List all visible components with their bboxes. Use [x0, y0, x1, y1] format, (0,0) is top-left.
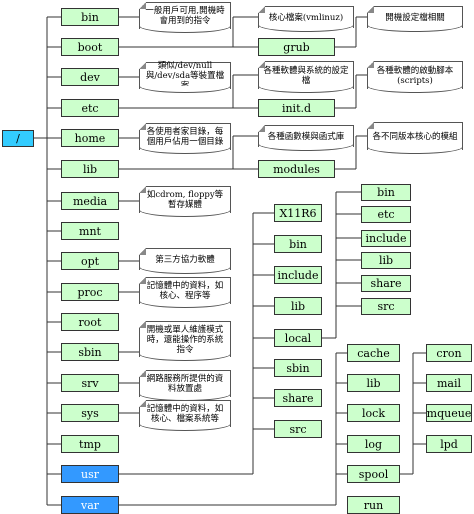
dir-var-run[interactable]: run: [347, 496, 400, 514]
dir-local-src[interactable]: src: [361, 298, 411, 315]
note-modules: 各不同版本核心的模組: [367, 122, 463, 154]
dir-tmp[interactable]: tmp: [61, 435, 119, 453]
dir-var-log[interactable]: log: [347, 435, 400, 453]
root-dir-node[interactable]: /: [2, 130, 34, 147]
dir-sys[interactable]: sys: [61, 404, 119, 422]
dir-home[interactable]: home: [61, 129, 119, 147]
note-grub: 開機設定檔相關: [367, 6, 463, 32]
dir-spool-mqueue[interactable]: mqueue: [426, 404, 472, 422]
dir-var-cache[interactable]: cache: [347, 344, 400, 362]
dir-srv[interactable]: srv: [61, 374, 119, 392]
dir-media[interactable]: media: [61, 192, 119, 210]
dir-root[interactable]: root: [61, 313, 119, 331]
note-boot-kernel: 核心檔案(vmlinuz): [258, 6, 354, 32]
note-opt: 第三方協力軟體: [139, 248, 231, 274]
dir-lib[interactable]: lib: [61, 160, 119, 178]
note-proc: 記憶體中的資料，如核心、程序等: [139, 277, 231, 308]
dir-spool-lpd[interactable]: lpd: [426, 435, 472, 453]
note-sys: 記憶體中的資料，如核心、檔案系統等: [139, 400, 231, 431]
dir-mnt[interactable]: mnt: [61, 222, 119, 240]
dir-usr-include[interactable]: include: [274, 266, 322, 284]
dir-opt[interactable]: opt: [61, 252, 119, 270]
note-initd: 各種軟體的啟動腳本(scripts): [367, 61, 463, 93]
dir-var-lock[interactable]: lock: [347, 404, 400, 422]
dir-local-lib[interactable]: lib: [361, 252, 411, 269]
note-media: 如cdrom, floppy等暫存媒體: [139, 186, 231, 217]
dir-usr-sbin[interactable]: sbin: [274, 359, 322, 377]
dir-sbin[interactable]: sbin: [61, 343, 119, 361]
dir-boot-grub[interactable]: grub: [258, 38, 335, 56]
dir-etc[interactable]: etc: [61, 99, 119, 117]
note-srv: 網路服務所提供的資料放置處: [139, 370, 231, 401]
dir-usr-x11r6[interactable]: X11R6: [274, 204, 322, 222]
note-bin: 一般用戶可用,開機時會用到的指令: [139, 2, 231, 33]
dir-local-etc[interactable]: etc: [361, 206, 411, 223]
dir-local-bin[interactable]: bin: [361, 184, 411, 201]
dir-usr-src[interactable]: src: [274, 420, 322, 438]
dir-local-include[interactable]: include: [361, 230, 411, 247]
dir-usr-bin[interactable]: bin: [274, 235, 322, 253]
note-sbin: 開機或單人維護模式時，還能操作的系統指令: [139, 321, 231, 361]
dir-spool-mail[interactable]: mail: [426, 374, 472, 392]
dir-usr-share[interactable]: share: [274, 389, 322, 407]
note-etc: 各種軟體與系統的設定檔: [258, 61, 354, 93]
dir-lib-modules[interactable]: modules: [258, 160, 335, 178]
dir-proc[interactable]: proc: [61, 283, 119, 301]
dir-usr-local[interactable]: local: [274, 329, 322, 347]
dir-var[interactable]: var: [61, 496, 119, 514]
dir-var-spool[interactable]: spool: [347, 465, 400, 483]
dir-bin[interactable]: bin: [61, 8, 119, 26]
note-lib: 各種函數模與函式庫: [258, 125, 354, 151]
dir-usr[interactable]: usr: [61, 465, 119, 483]
dir-usr-lib[interactable]: lib: [274, 297, 322, 315]
note-home: 各使用者家目錄，每個用戶佔用一個目錄: [139, 123, 231, 154]
dir-dev[interactable]: dev: [61, 68, 119, 86]
dir-etc-initd[interactable]: init.d: [258, 99, 335, 117]
note-dev: 類似/dev/null與/dev/sda等裝置檔案: [139, 61, 231, 93]
dir-local-share[interactable]: share: [361, 275, 411, 292]
dir-boot[interactable]: boot: [61, 38, 119, 56]
dir-var-lib[interactable]: lib: [347, 374, 400, 392]
dir-spool-cron[interactable]: cron: [426, 344, 472, 362]
